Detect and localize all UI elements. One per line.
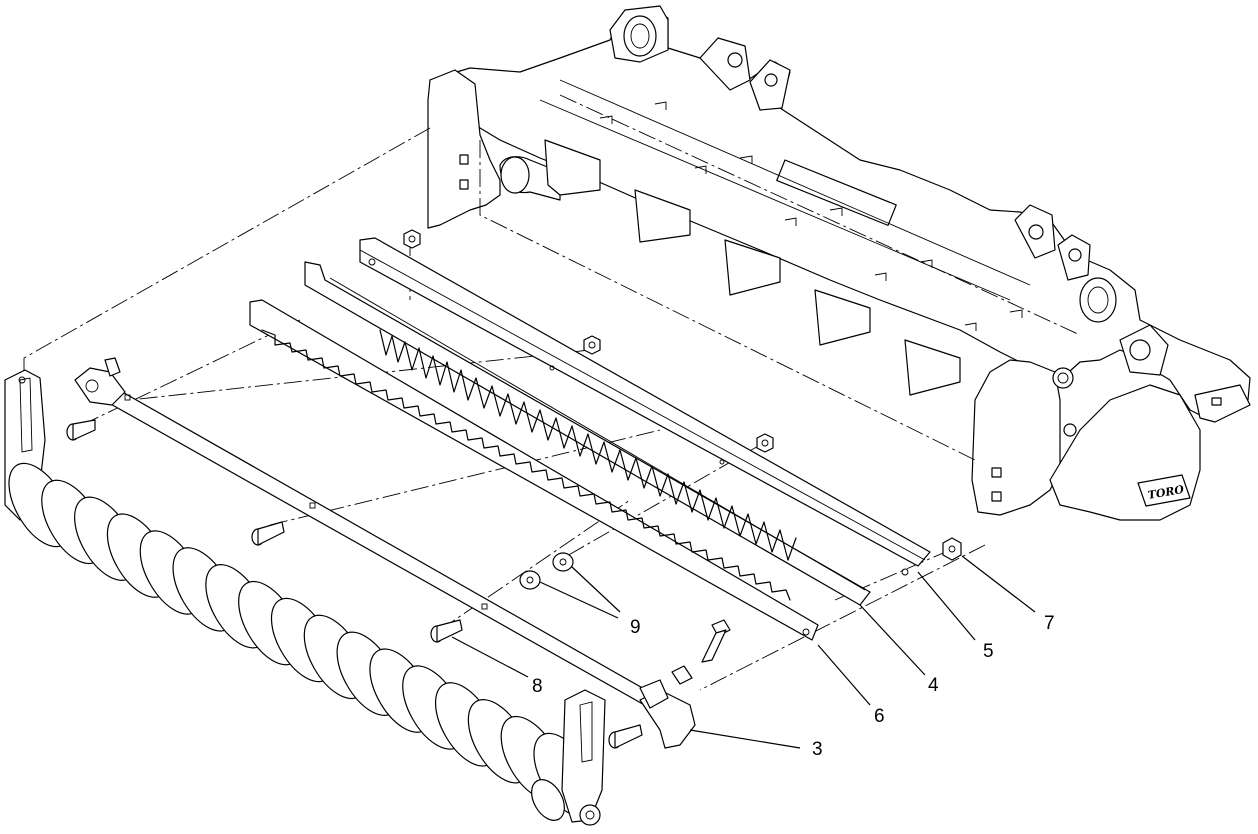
bedknife-bar [359, 237, 931, 576]
right-bracket [561, 679, 696, 826]
reel-blades [544, 101, 1023, 396]
cap-screw [671, 619, 731, 685]
front-roller [8, 462, 597, 821]
hex-nut [756, 433, 774, 453]
callout-4: 4 [928, 675, 939, 696]
leader-lines [451, 555, 1036, 749]
hex-nut [583, 335, 601, 355]
washer [552, 552, 574, 572]
washer [519, 570, 541, 590]
carriage-bolt [66, 419, 96, 441]
fasteners [66, 229, 962, 749]
carriage-bolt [430, 619, 463, 643]
callout-9: 9 [630, 617, 641, 638]
callout-3: 3 [812, 739, 823, 760]
callout-6: 6 [874, 706, 885, 727]
hex-nut [942, 537, 962, 561]
shield-plate [249, 299, 819, 641]
carriage-bolt [251, 521, 285, 546]
reel-frame: TORO [427, 5, 1251, 521]
hex-nut [403, 229, 421, 249]
callout-8: 8 [532, 676, 543, 697]
roller-hub [531, 779, 565, 821]
callout-5: 5 [983, 641, 994, 662]
carriage-bolt [608, 724, 643, 749]
toro-logo: TORO [1147, 483, 1186, 502]
comb [304, 261, 871, 606]
callout-7: 7 [1044, 613, 1055, 634]
